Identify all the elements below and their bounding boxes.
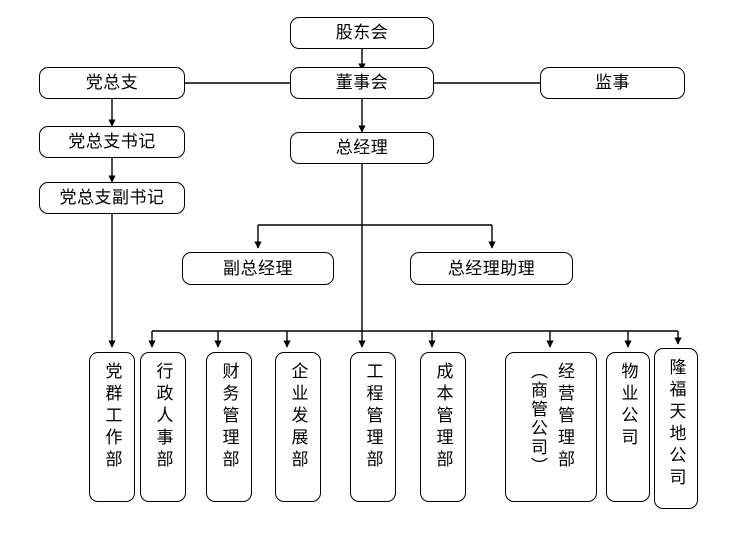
node-label: 董事会 xyxy=(335,73,389,93)
node-label: 企业发展部 xyxy=(288,362,308,472)
node-cost-management-department[interactable]: 成本管理部 xyxy=(420,352,466,502)
node-general-manager[interactable]: 总经理 xyxy=(290,132,434,164)
node-label: 党总支 xyxy=(85,73,139,93)
node-party-branch-secretary[interactable]: 党总支书记 xyxy=(39,126,185,158)
node-board-of-directors[interactable]: 董事会 xyxy=(290,67,434,99)
node-label: 行政人事部 xyxy=(153,362,173,472)
node-party-branch-deputy-secretary[interactable]: 党总支副书记 xyxy=(39,182,185,214)
node-general-manager-assistant[interactable]: 总经理助理 xyxy=(410,252,573,285)
node-party-general-branch[interactable]: 党总支 xyxy=(39,67,185,99)
node-administration-hr-department[interactable]: 行政人事部 xyxy=(140,352,186,502)
node-label: 成本管理部 xyxy=(433,362,453,472)
node-label: 财务管理部 xyxy=(219,362,239,472)
node-label: 工程管理部 xyxy=(363,362,383,472)
node-property-company[interactable]: 物业公司 xyxy=(606,352,650,502)
node-label: 股东会 xyxy=(335,23,389,43)
node-operations-management-department[interactable]: 经营管理部 （商管公司） xyxy=(505,352,597,502)
node-supervisor[interactable]: 监事 xyxy=(540,67,685,99)
node-party-work-department[interactable]: 党群工作部 xyxy=(89,352,135,502)
node-label: 监事 xyxy=(595,73,630,93)
node-sub-label: （商管公司） xyxy=(528,362,547,476)
node-label: 总经理助理 xyxy=(447,258,536,278)
node-enterprise-development-department[interactable]: 企业发展部 xyxy=(275,352,321,502)
node-label: 物业公司 xyxy=(618,362,638,450)
node-deputy-general-manager[interactable]: 副总经理 xyxy=(182,252,334,285)
node-label: 党群工作部 xyxy=(102,362,122,472)
node-label: 副总经理 xyxy=(223,258,293,278)
node-shareholders-meeting[interactable]: 股东会 xyxy=(290,17,434,49)
node-engineering-management-department[interactable]: 工程管理部 xyxy=(350,352,396,502)
node-longfu-tiandi-company[interactable]: 隆福天地公司 xyxy=(654,348,698,509)
node-finance-management-department[interactable]: 财务管理部 xyxy=(206,352,252,502)
node-label: 总经理 xyxy=(335,138,389,158)
node-label: 党总支书记 xyxy=(68,132,156,152)
node-label: 隆福天地公司 xyxy=(666,358,686,490)
node-label: 党总支副书记 xyxy=(59,188,165,208)
node-label: 经营管理部 xyxy=(555,362,574,472)
node-label-columns: 经营管理部 （商管公司） xyxy=(528,362,574,476)
